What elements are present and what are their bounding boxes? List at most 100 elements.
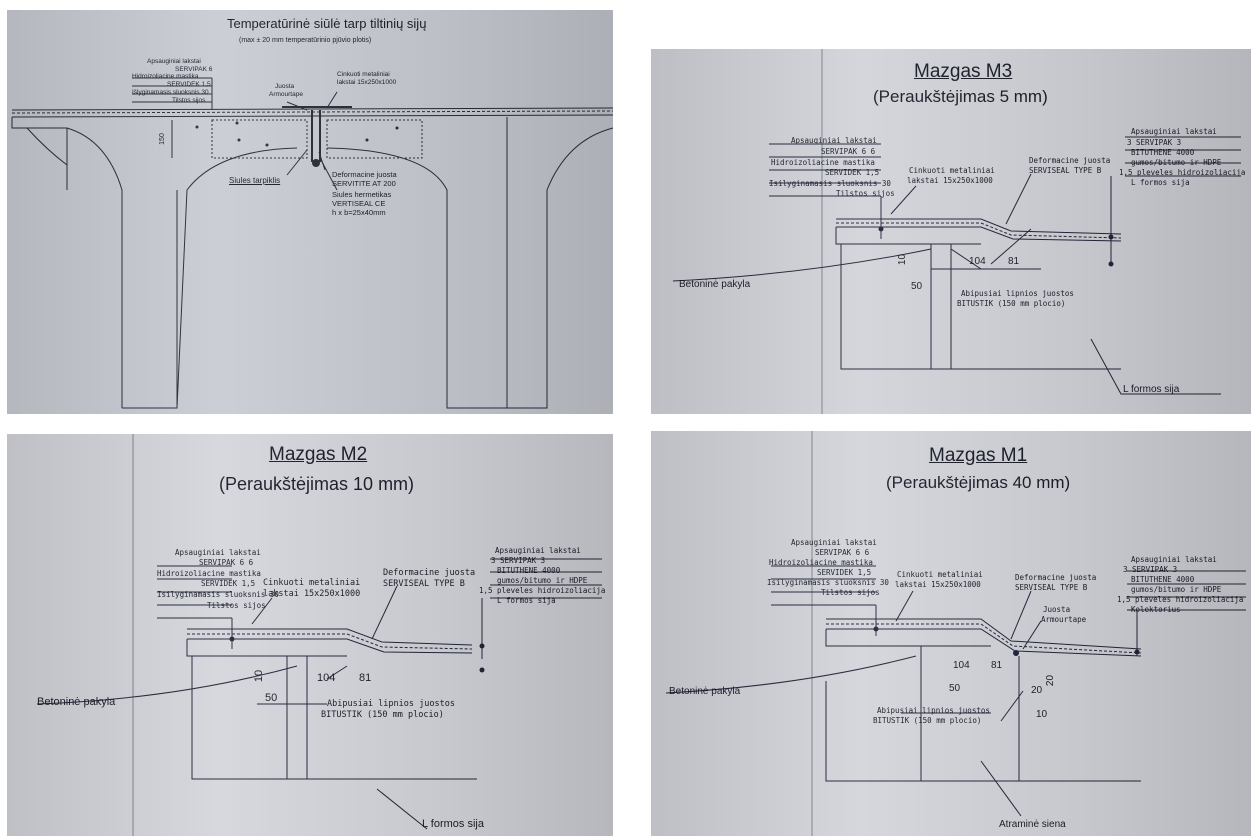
layer-label: BITUTHENE 4000 (1131, 575, 1195, 584)
diagram-title: Temperatūrinė siūlė tarp tiltinių sijų (227, 16, 427, 31)
layer-label: L formos sija (1131, 178, 1190, 187)
label-deform: Deformacine juosta (332, 170, 397, 179)
drawing-expansion-joint (11, 77, 613, 409)
label-serviseal: SERVISEAL TYPE B (1015, 583, 1088, 592)
layer-label: Kolektorius (1131, 605, 1181, 614)
label-betonine: Betoninė pakyla (679, 279, 751, 290)
panel-expansion-joint: Temperatūrinė siūlė tarp tiltinių sijų (… (7, 10, 613, 414)
label-bitustik: BITUSTIK (150 mm plocio) (321, 710, 444, 720)
layer-label: Hidroizoliacine mastika (157, 569, 261, 578)
layer-label: SERVIDEK 1,5 (817, 568, 872, 577)
diagram-title: Mazgas M3 (914, 61, 1013, 82)
label-deform: Deformacine juosta (1029, 156, 1111, 165)
dimension-label: 150 (158, 133, 166, 145)
label-juosta: Juosta (1043, 605, 1071, 614)
diagram-subtitle: (max ± 20 mm temperatūrinio pjūvio ploti… (239, 37, 372, 44)
dimension-label: 104 (317, 672, 336, 684)
label-cinkuoti: Cinkuoti metaliniai (909, 166, 995, 175)
diagram-subtitle: (Peraukštėjimas 5 mm) (873, 87, 1048, 106)
layer-label: Hidroizoliacine mastika (771, 158, 875, 167)
dimension-label: 10 (1036, 709, 1048, 720)
dimension-label: 20 (1031, 685, 1043, 696)
layer-label: Tilstos sijos (821, 588, 880, 597)
layer-label: SERVIDEK 1,5 (167, 81, 211, 88)
layer-label: SERVIDEK 1,5 (201, 579, 256, 588)
dimension-label: 10 (897, 253, 909, 266)
drawing-m3 (672, 136, 1241, 395)
layer-label: Tilstos sijos (836, 189, 895, 198)
label-cinkuoti-dim: lakstai 15x250x1000 (907, 176, 993, 185)
label-abipusiai: Abipusiai lipnios juostos (877, 706, 990, 715)
label-atramine-siena: Atraminė siena (999, 819, 1066, 830)
layer-label: SERVIPAK 6 6 (821, 147, 876, 156)
label-bitustik: BITUSTIK (150 mm plocio) (873, 716, 982, 725)
label-deform: Deformacine juosta (383, 568, 476, 578)
layer-label: Išlyginamasis sluoksnis 30 (132, 89, 209, 96)
layer-label: gumos/bitumo ir HDPE (497, 576, 588, 585)
dimension-label: 104 (969, 256, 986, 267)
layer-label: Apsauginiai lakstai (147, 58, 201, 65)
label-abipusiai: Abipusiai lipnios juostos (961, 289, 1074, 298)
dimension-label: 50 (265, 692, 278, 704)
label-vertiseal: VERTISEAL CE (332, 199, 386, 208)
layer-label: 1,5 pleveles hidroizoliacija (1119, 168, 1246, 177)
layer-label: BITUTHENE 4000 (1131, 148, 1195, 157)
layer-label: Tilstos sijos (207, 601, 266, 610)
panel-mazgas-m1: Mazgas M1 (Peraukštėjimas 40 mm) Apsaugi… (651, 431, 1251, 836)
label-abipusiai: Abipusiai lipnios juostos (327, 699, 455, 709)
drawing-m2 (36, 558, 602, 830)
layer-label: 3 SERVIPAK 3 (1127, 138, 1182, 147)
dimension-label: 81 (359, 672, 372, 684)
layer-label: SERVIPAK 6 (175, 66, 213, 73)
panel-mazgas-m3: Mazgas M3 (Peraukštėjimas 5 mm) Apsaugin… (651, 49, 1251, 414)
dimension-label: 81 (991, 660, 1003, 671)
label-armourtape: Armourtape (1041, 615, 1087, 624)
label-servitite: SERVITITE AT 200 (332, 179, 396, 188)
layer-label: Apsauginiai lakstai (791, 136, 877, 145)
layer-label: gumos/bitumo ir HDPE (1131, 158, 1222, 167)
label-cinkuoti: Cinkuoti metaliniai (897, 570, 983, 579)
drawing-m1 (665, 565, 1246, 817)
dimension-label: 50 (949, 683, 961, 694)
label-cinkuoti-dim: lakstai 15x250x1000 (337, 79, 397, 86)
layer-label: Isilyginamasis sluoksnis 30 (769, 179, 891, 188)
layer-label: Isilyginamasis sluoksnis 30 (767, 578, 889, 587)
label-juosta: Juosta (275, 83, 295, 90)
diagram-subtitle: (Peraukštėjimas 40 mm) (886, 473, 1071, 492)
panel-mazgas-m2: Mazgas M2 (Peraukštėjimas 10 mm) Apsaugi… (7, 434, 613, 836)
layer-label: 1,5 pleveles hidroizoliacija (479, 586, 606, 595)
layer-label: Isilyginamasis sluoksnis 30 (157, 590, 279, 599)
layer-label: BITUTHENE 4000 (497, 566, 561, 575)
dimension-label: 50 (911, 281, 923, 292)
label-herm: Siules hermetikas (332, 190, 392, 199)
layer-label: Apsauginiai lakstai (1131, 127, 1217, 136)
layer-label: Apsauginiai lakstai (495, 546, 581, 555)
diagram-title: Mazgas M2 (269, 444, 368, 465)
label-serviseal: SERVISEAL TYPE B (383, 579, 465, 589)
label-cinkuoti: Cinkuoti metaliniai (337, 71, 390, 78)
label-l-formos: L formos sija (422, 818, 484, 830)
layer-label: 3 SERVIPAK 3 (491, 556, 546, 565)
label-cinkuoti-dim: lakstai 15x250x1000 (263, 589, 361, 599)
label-deform: Deformacine juosta (1015, 573, 1097, 582)
layer-label: Apsauginiai lakstai (791, 538, 877, 547)
layer-label: Apsauginiai lakstai (1131, 555, 1217, 564)
dimension-label: 20 (1045, 674, 1057, 687)
label-serviseal: SERVISEAL TYPE B (1029, 166, 1102, 175)
label-betonine: Betoninė pakyla (669, 686, 741, 697)
layer-label: Tilstos sijos (172, 97, 206, 104)
label-bitustik: BITUSTIK (150 mm plocio) (957, 299, 1066, 308)
label-l-formos: L formos sija (1123, 384, 1180, 395)
label-armourtape: Armourtape (269, 91, 303, 98)
diagram-title: Mazgas M1 (929, 445, 1028, 466)
layer-label: Hidroizoliacine mastika (132, 73, 199, 80)
label-cinkuoti: Cinkuoti metaliniai (263, 578, 361, 588)
label-cinkuoti-dim: lakstai 15x250x1000 (895, 580, 981, 589)
layer-label: SERVIPAK 6 6 (199, 558, 254, 567)
layer-label: gumos/bitumo ir HDPE (1131, 585, 1222, 594)
layer-label: 1,5 pleveles hidroizoliacija (1117, 595, 1244, 604)
layer-label: SERVIPAK 6 6 (815, 548, 870, 557)
dimension-label: 81 (1008, 256, 1020, 267)
label-hxb: h x b=25x40mm (332, 208, 386, 217)
dimension-label: 104 (953, 660, 970, 671)
